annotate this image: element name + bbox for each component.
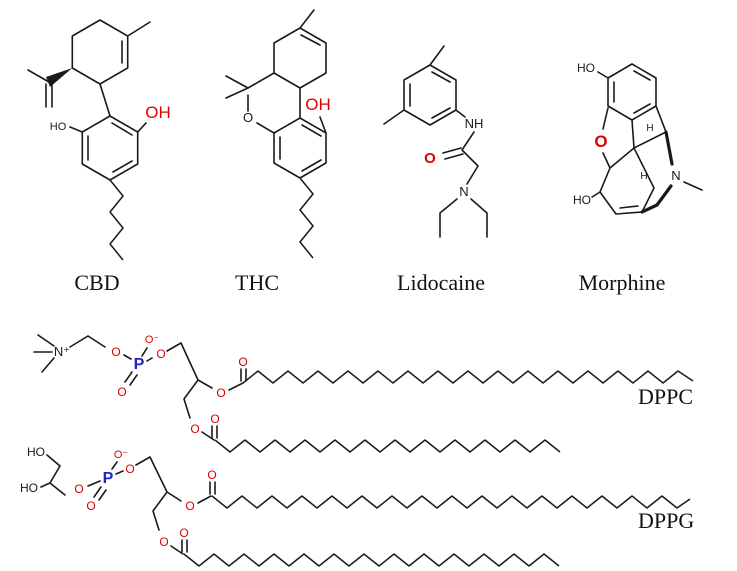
cbd-name-label: CBD: [74, 270, 119, 295]
thc-structure: O OH THC: [225, 9, 331, 295]
dppc-o-ester1-label: O: [216, 386, 225, 400]
lidocaine-nh-label: NH: [465, 116, 484, 131]
dppc-o-ester2-label: O: [190, 422, 199, 436]
thc-double-bonds: [279, 34, 322, 172]
morphine-h2-label: H: [640, 171, 647, 182]
dppc-o-carbonyl2-label: O: [210, 412, 219, 426]
dppc-bonds: [33, 334, 244, 441]
dppc-p-label: P: [134, 356, 145, 373]
dppc-structure: N⁺ O P O⁻ O O O O O O DPPC: [33, 334, 694, 453]
morphine-bold-bonds: [640, 130, 674, 214]
dppc-acyl-chain-2: [214, 439, 561, 453]
dppg-ho2-label: HO: [20, 481, 38, 495]
dppg-bonds: [40, 454, 212, 555]
dppg-acyl-chain-1: [211, 495, 691, 509]
cbd-wedge-bond: [46, 68, 73, 87]
cbd-double-bonds: [45, 40, 133, 173]
lidocaine-n-label: N: [459, 184, 468, 199]
dppg-o-link2-label: O: [125, 462, 134, 476]
cbd-structure: HO OH CBD: [27, 19, 171, 295]
dppg-o-link1-label: O: [74, 482, 83, 496]
dppc-name-label: DPPC: [638, 384, 693, 409]
dppg-o-double-label: O: [86, 499, 95, 513]
dppg-name-label: DPPG: [638, 508, 694, 533]
dppg-o-carbonyl1-label: O: [207, 468, 216, 482]
dppg-o-carbonyl2-label: O: [179, 526, 188, 540]
dppc-o-carbonyl1-label: O: [238, 355, 247, 369]
dppc-acyl-chain-1: [242, 370, 694, 384]
lidocaine-o-label: O: [424, 150, 436, 167]
lidocaine-bonds: [383, 45, 488, 238]
dppg-p-label: P: [103, 470, 114, 487]
morphine-name-label: Morphine: [579, 270, 666, 295]
dppc-o-double-label: O: [117, 385, 126, 399]
morphine-structure: HO O HO N H H Morphine: [573, 61, 703, 295]
morphine-h1-label: H: [646, 123, 653, 134]
cbd-pentyl-chain: [109, 179, 124, 261]
dppg-o-ester2-label: O: [159, 535, 168, 549]
morphine-ho-top-label: HO: [577, 61, 595, 75]
cbd-ho-label: HO: [50, 121, 67, 133]
dppg-ho1-label: HO: [27, 445, 45, 459]
dppc-o-minus-label: O⁻: [145, 334, 160, 346]
morphine-ho-bottom-label: HO: [573, 193, 591, 207]
thc-pentyl-chain: [299, 177, 314, 259]
dppg-structure: HO HO O P O⁻ O O O O O O DPPG: [20, 445, 694, 567]
thc-name-label: THC: [235, 270, 279, 295]
thc-bonds: [225, 9, 327, 179]
thc-oh-label: OH: [305, 95, 331, 114]
lidocaine-double-bonds: [409, 71, 464, 160]
morphine-n-label: N: [671, 168, 680, 183]
dppc-n-plus-label: N⁺: [54, 344, 70, 359]
morphine-o-label: O: [594, 132, 607, 151]
dppc-double-bonds: [124, 368, 247, 439]
dppc-o-link2-label: O: [156, 347, 165, 361]
thc-o-label: O: [243, 110, 253, 125]
dppg-acyl-chain-2: [183, 553, 560, 567]
morphine-double-bonds: [613, 70, 651, 209]
dppg-o-minus-label: O⁻: [114, 449, 129, 461]
morphine-bonds: [591, 63, 703, 215]
dppg-o-ester1-label: O: [185, 499, 194, 513]
dppg-double-bonds: [93, 481, 216, 553]
lidocaine-structure: NH O N Lidocaine: [383, 45, 488, 295]
dppc-o-link1-label: O: [111, 345, 120, 359]
lidocaine-name-label: Lidocaine: [397, 270, 485, 295]
cbd-oh-label: OH: [145, 103, 171, 122]
